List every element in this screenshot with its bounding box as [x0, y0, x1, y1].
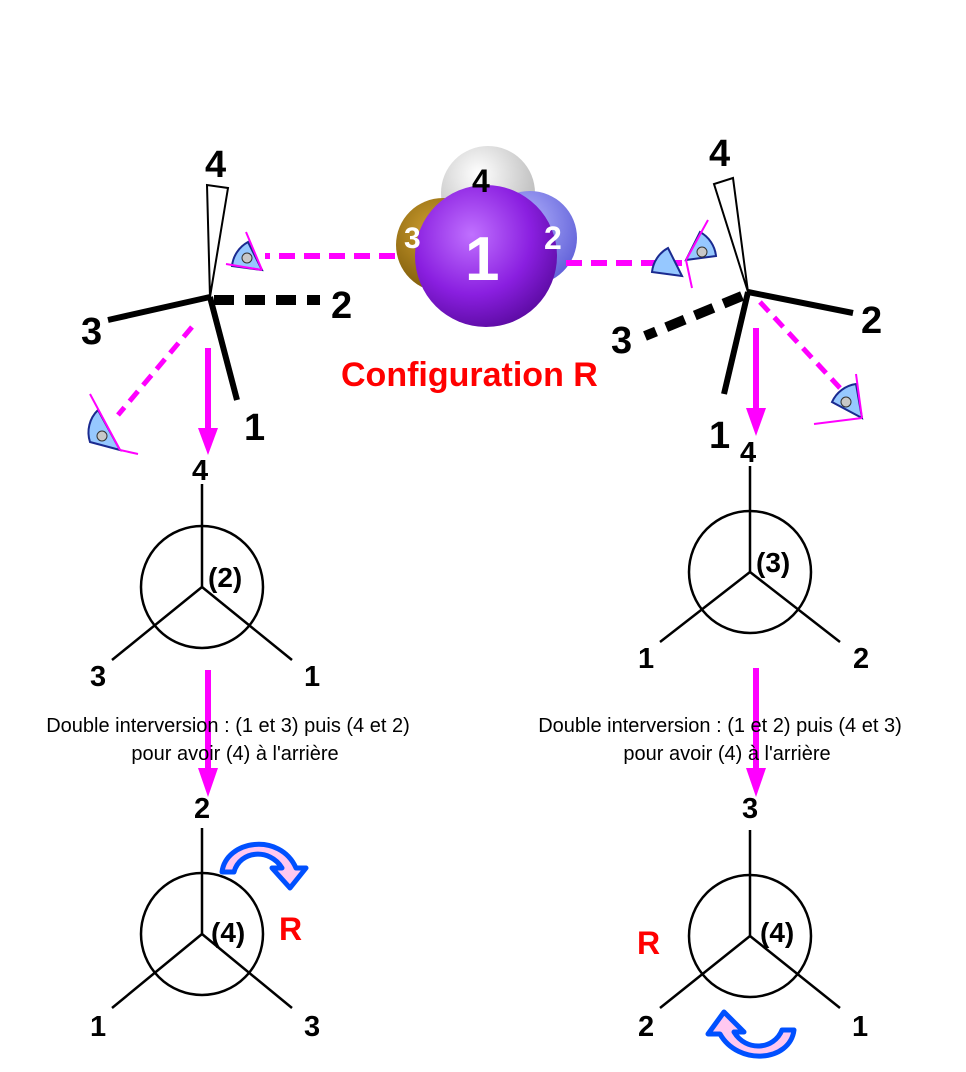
space-filling-model: 4 3 2 1 [396, 146, 577, 327]
sub-label: 1 [709, 415, 730, 457]
left-note-line-1: Double interversion : (1 et 3) puis (4 e… [46, 715, 410, 737]
back-sub-label: (3) [756, 547, 790, 578]
left-newman-2: 2 (4) 1 3 [90, 793, 320, 1043]
eye-icon [650, 246, 684, 278]
eye-icon [87, 393, 139, 455]
configuration-title: Configuration R [341, 356, 598, 394]
ball-1 [415, 185, 557, 327]
arrow-head [198, 768, 218, 797]
eye-icon [684, 219, 718, 289]
sub-label: 4 [205, 144, 226, 186]
sub-label: 3 [81, 311, 102, 353]
eye-icon [813, 373, 864, 425]
back-sub-label: (4) [211, 917, 245, 948]
sub-label: 1 [90, 1011, 106, 1043]
left-oblique-dashed-line [116, 325, 194, 417]
sub-label: 3 [90, 661, 106, 693]
rotation-arrow-icon [219, 841, 309, 891]
sub-label: 3 [304, 1011, 320, 1043]
arrow-head [746, 768, 766, 797]
right-newman-2: 3 (4) 2 1 [638, 793, 868, 1043]
wedge-bond [712, 176, 749, 293]
right-stereo-formula: 4 2 3 1 [611, 133, 882, 457]
arrow-head [198, 428, 218, 455]
sub-label: 2 [331, 285, 352, 327]
sub-label: 2 [194, 793, 210, 825]
sub-label: 1 [638, 643, 654, 675]
right-note-line-1: Double interversion : (1 et 2) puis (4 e… [538, 715, 902, 737]
rotation-label: R [637, 925, 660, 961]
rotation-arrow-icon [705, 1009, 797, 1059]
sub-label: 4 [709, 133, 730, 175]
back-sub-label: (4) [760, 917, 794, 948]
sub-label: 3 [742, 793, 758, 825]
eye-icon [225, 231, 263, 271]
bond-3 [107, 294, 211, 323]
sub-label: 3 [611, 320, 632, 362]
left-newman-1: 4 (2) 3 1 [90, 455, 320, 693]
left-note-line-2: pour avoir (4) à l'arrière [131, 743, 338, 765]
dashed-bond-3 [643, 291, 744, 341]
bond-1 [207, 296, 240, 401]
rotation-label: R [279, 911, 302, 947]
right-newman-1: 4 (3) 1 2 [638, 437, 869, 675]
right-note-line-2: pour avoir (4) à l'arrière [623, 743, 830, 765]
sub-label: 2 [861, 300, 882, 342]
ball-3-label: 3 [404, 222, 421, 255]
wedge-bond [205, 183, 230, 298]
back-sub-label: (2) [208, 562, 242, 593]
left-stereo-formula: 4 2 3 1 [81, 144, 352, 449]
sub-label: 1 [244, 407, 265, 449]
ball-1-label: 1 [465, 225, 499, 294]
sub-label: 1 [852, 1011, 868, 1043]
right-oblique-dashed-line [758, 300, 842, 390]
sub-label: 2 [638, 1011, 654, 1043]
arrow-head [746, 408, 766, 436]
sub-label: 2 [853, 643, 869, 675]
sub-label: 4 [740, 437, 756, 469]
bond-2 [747, 289, 854, 316]
sub-label: 1 [304, 661, 320, 693]
ball-4-label: 4 [472, 163, 490, 199]
ball-2-label: 2 [544, 220, 562, 256]
sub-label: 4 [192, 455, 208, 487]
bond-1 [721, 291, 751, 395]
